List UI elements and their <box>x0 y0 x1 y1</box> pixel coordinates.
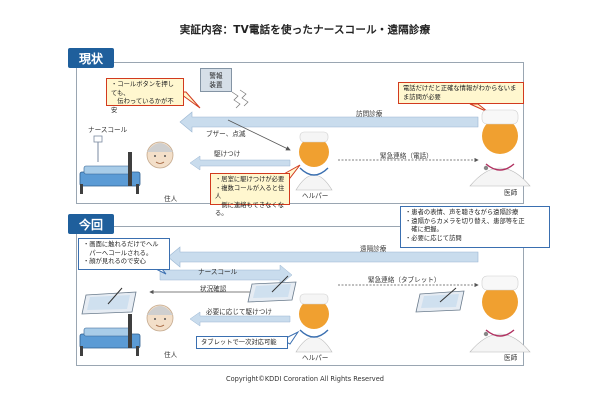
helper-issue-note: ・居室に駆けつけが必要 ・複数コールが入ると住人 側に連絡もできなくなる。 <box>210 173 290 217</box>
alarm-signal-lines <box>231 89 249 109</box>
nurse-call-label-after: ナースコール <box>198 268 238 276</box>
remote-arrow <box>167 246 479 268</box>
helper-avatar-after <box>295 293 333 353</box>
buzzer-label: ブザー、点滅 <box>206 130 246 138</box>
helper-label-after: ヘルパー <box>302 354 329 362</box>
tablet-helper <box>247 275 297 303</box>
helper-label-before: ヘルパー <box>302 192 329 200</box>
emergency-label-after: 緊急連絡（タブレット） <box>368 276 441 284</box>
resident-avatar-after <box>146 304 174 332</box>
rush-if-needed-label: 必要に応じて駆けつけ <box>206 308 272 316</box>
after-tag: 今回 <box>68 214 114 234</box>
nurse-call-label-before: ナースコール <box>88 126 128 134</box>
doctor-label-after: 医師 <box>504 354 518 362</box>
doctor-benefit-note: ・患者の表情、声を聴きながら遠隔診療 ・遠隔からカメラを切り替え、患部等を正 確… <box>400 206 550 248</box>
tablet-doctor <box>415 287 465 313</box>
nurse-call-cord-before <box>93 135 103 162</box>
doctor-avatar-after <box>469 275 531 353</box>
resident-label-before: 住人 <box>164 195 178 203</box>
helper-avatar-before <box>295 131 333 191</box>
alarm-device: 警報 装置 <box>200 68 232 92</box>
doctor-label-before: 医師 <box>504 189 518 197</box>
visit-arrow <box>179 111 479 133</box>
resident-benefit-note: ・画面に触れるだけでヘル パーへコールされる。 ・顔が見れるので安心 <box>78 238 170 270</box>
doctor-avatar-before <box>469 109 531 187</box>
rush-arrow <box>189 155 291 171</box>
doctor-issue-note: 電話だけだと正確な情報がわからないま ま訪問が必要 <box>398 82 524 104</box>
rush-if-needed-arrow <box>189 311 291 327</box>
buzzer-arrow <box>227 119 291 151</box>
remote-label: 遠隔診療 <box>360 245 387 253</box>
page-title: 実証内容：TV電話を使ったナースコール・遠隔診療 <box>179 24 431 36</box>
copyright-footer: Copyright©KDDI Cororation All Rights Res… <box>226 375 384 383</box>
visit-label: 訪問診療 <box>356 110 383 118</box>
before-tag: 現状 <box>68 48 114 68</box>
resident-label-after: 住人 <box>164 351 178 359</box>
bed-illustration <box>79 152 141 194</box>
rush-label: 駆けつけ <box>214 150 241 158</box>
resident-worry-note: ・コールボタンを押しても、 伝わっているかが不安 <box>106 78 184 114</box>
nurse-call-arrow-after <box>159 264 293 286</box>
status-check-label: 状況確認 <box>200 285 227 293</box>
tablet-first-response-note: タブレットで一次対応可能 <box>196 336 288 349</box>
bed-illustration-after <box>79 314 141 356</box>
tablet-resident <box>81 287 137 315</box>
resident-avatar-before <box>146 141 174 169</box>
emergency-label-before: 緊急連絡（電話） <box>380 152 433 160</box>
